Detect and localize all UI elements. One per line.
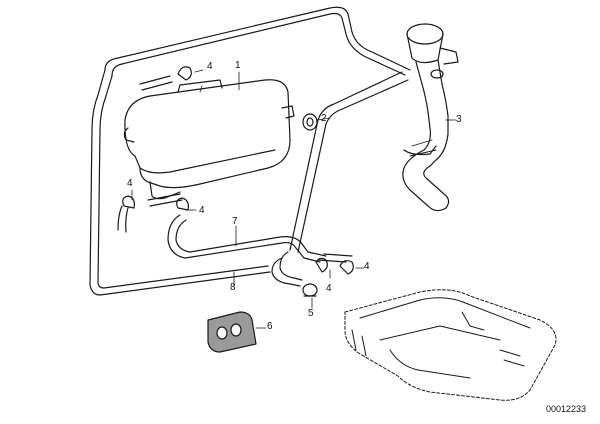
- callout-3: 3: [456, 114, 462, 125]
- filler-neck: [402, 23, 459, 212]
- outer-vent-pipe: [89, 6, 411, 296]
- diagonal-pipe: [289, 71, 409, 263]
- clamp: [302, 283, 318, 297]
- tank-hoses: [117, 75, 183, 233]
- callout-6: 6: [267, 321, 273, 332]
- expansion-tank: [123, 79, 295, 200]
- callout-2: 2: [321, 113, 327, 124]
- callout-7: 7: [232, 216, 238, 227]
- hose-clips: [122, 66, 354, 275]
- leader-lines: [131, 69, 457, 329]
- callout-5: 5: [308, 308, 314, 319]
- callout-4e: 4: [364, 261, 370, 272]
- fuel-tank: [344, 289, 557, 401]
- grommet: [302, 113, 318, 131]
- callout-8: 8: [230, 282, 236, 293]
- callout-4c: 4: [199, 205, 205, 216]
- rubber-block: [207, 311, 257, 353]
- callout-4a: 4: [207, 61, 213, 72]
- callout-4b: 4: [127, 178, 133, 189]
- callout-4d: 4: [326, 283, 332, 294]
- callout-1: 1: [235, 60, 241, 71]
- return-pipe: [167, 214, 327, 287]
- diagram-code: 00012233: [545, 404, 586, 414]
